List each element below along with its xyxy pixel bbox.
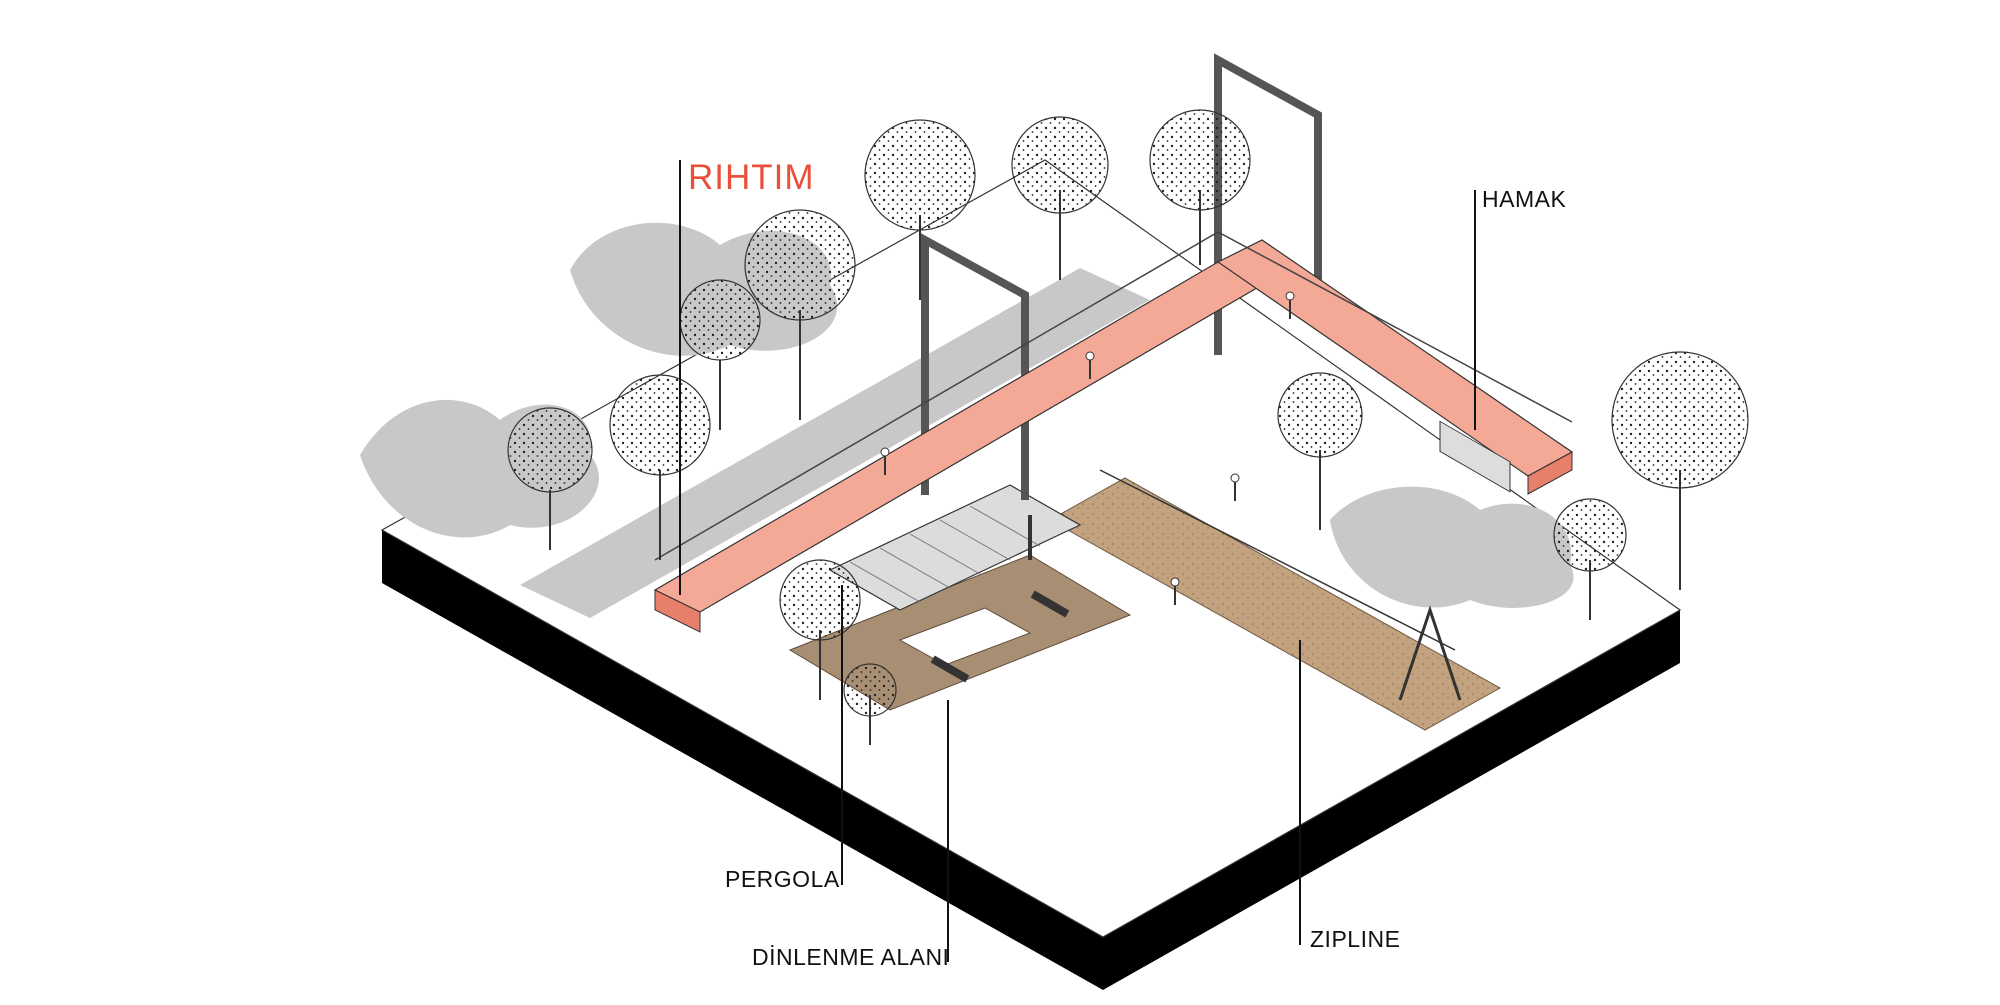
rest-area-plaza: [898, 607, 1032, 666]
tree-icon: [779, 559, 861, 700]
rihtim-deck: [653, 231, 1574, 633]
tree-icon: [1611, 351, 1749, 590]
person-icon: [1085, 351, 1095, 379]
benches: [930, 590, 1070, 683]
tree-icon: [864, 119, 976, 300]
slab-right-face: [1103, 610, 1680, 990]
leader-lines: [679, 160, 1476, 962]
bench-icon: [930, 655, 970, 683]
tree-icon: [1553, 498, 1627, 620]
person-icon: [1170, 577, 1180, 605]
people: [880, 291, 1295, 605]
tree-icon: [1277, 372, 1363, 530]
swing-frame: [1398, 605, 1462, 701]
tree-shadow-right: [1330, 486, 1574, 608]
deck-shadow: [520, 268, 1150, 618]
pergola: [828, 484, 1082, 611]
tree-icon: [1149, 109, 1251, 265]
bench-icon: [1030, 590, 1070, 618]
deck-railing: [654, 231, 1573, 561]
person-icon: [1285, 291, 1295, 319]
zipline: [1099, 469, 1462, 701]
trees: [507, 109, 1749, 745]
tree-icon: [1011, 116, 1109, 280]
label-pergola: PERGOLA: [725, 866, 840, 892]
pergola-roof: [828, 484, 1082, 611]
deck-branch-end: [1527, 451, 1573, 495]
tree-icon: [843, 663, 897, 745]
label-dinlenme-alani: DİNLENME ALANI: [752, 944, 950, 970]
label-rihtim: RIHTIM: [688, 158, 815, 197]
tree-icon: [609, 374, 711, 560]
label-hamak: HAMAK: [1482, 186, 1567, 212]
tree-icon: [744, 209, 856, 420]
label-zipline: ZIPLINE: [1310, 926, 1401, 952]
zipline-cable: [1099, 469, 1456, 651]
tree-icon: [507, 407, 593, 550]
slab-left-face: [382, 530, 1103, 990]
person-icon: [1230, 473, 1240, 501]
person-icon: [880, 447, 890, 475]
shadows: [360, 222, 1574, 618]
deck-long-side: [654, 589, 701, 633]
gantry-back: [1214, 53, 1322, 355]
tree-icon: [679, 279, 761, 430]
hammock-net: [1439, 420, 1511, 493]
